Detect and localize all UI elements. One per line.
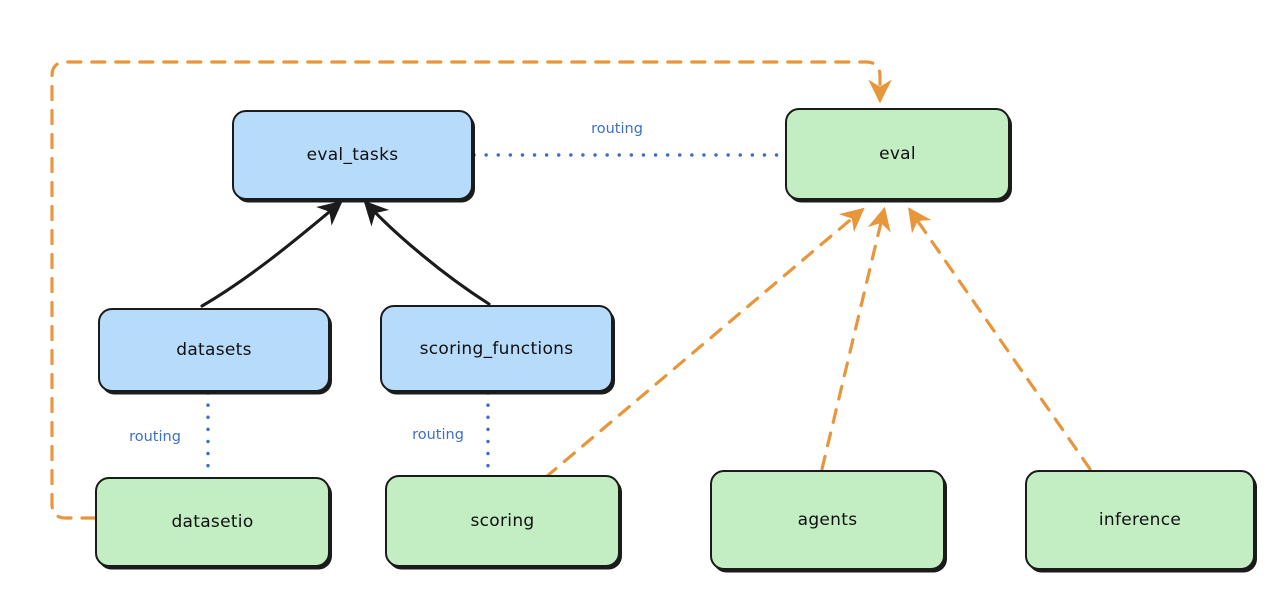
node-scoring[interactable]: scoring (385, 475, 620, 567)
node-inference[interactable]: inference (1025, 470, 1255, 570)
node-label-datasetio: datasetio (171, 512, 254, 532)
edge-scoring-to-eval (544, 207, 865, 479)
node-scoring-functions[interactable]: scoring_functions (380, 305, 613, 392)
node-label-agents: agents (797, 510, 858, 530)
node-label-eval: eval (879, 144, 916, 164)
node-datasets[interactable]: datasets (98, 308, 330, 392)
node-label-datasets: datasets (176, 340, 252, 360)
edge-label-routing-scoring-functions-scoring: routing (409, 427, 467, 443)
node-label-eval-tasks: eval_tasks (306, 145, 399, 165)
node-label-inference: inference (1098, 510, 1182, 530)
node-eval[interactable]: eval (785, 108, 1010, 200)
edge-agents-to-eval (820, 206, 891, 471)
edge-label-routing-eval-tasks-eval: routing (588, 121, 646, 137)
edge-scoring-functions-to-eval-tasks (363, 200, 491, 306)
edge-datasets-to-eval-tasks (200, 200, 343, 308)
edge-label-routing-datasets-datasetio: routing (126, 429, 184, 445)
node-label-scoring-functions: scoring_functions (419, 338, 574, 359)
node-eval-tasks[interactable]: eval_tasks (232, 110, 473, 200)
edge-datasetio-to-eval (50, 60, 892, 520)
node-label-scoring: scoring (470, 511, 535, 531)
node-agents[interactable]: agents (710, 470, 945, 570)
edge-inference-to-eval (908, 207, 1092, 471)
node-datasetio[interactable]: datasetio (95, 477, 330, 567)
